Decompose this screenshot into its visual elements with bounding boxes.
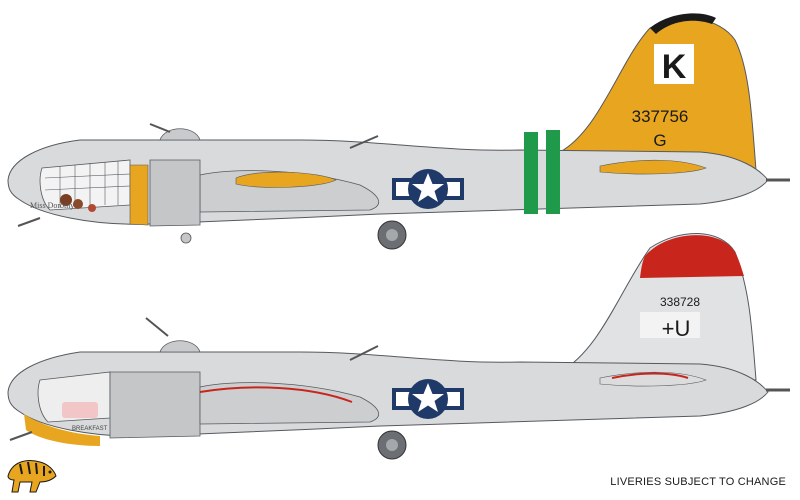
chin-gun-top <box>17 217 41 227</box>
chin-gun-bottom <box>9 431 33 441</box>
main-wheel-hub-bottom <box>386 439 398 451</box>
top-turret-bottom <box>159 340 201 353</box>
nose-art-label-top: Miss Dorothy <box>30 201 74 210</box>
nose-art-top: Miss Dorothy <box>30 194 96 212</box>
wing-red-stripe-bottom <box>199 386 353 403</box>
engine-nacelle-top <box>149 159 201 227</box>
nose-yellow-bottom <box>24 414 100 446</box>
fin-letter-top: K <box>662 48 687 86</box>
fin-serial-bottom: 338728 <box>660 295 700 309</box>
national-insignia-top <box>392 169 464 209</box>
fin-code-bottom: +U <box>662 316 691 341</box>
top-turret-gun-bottom <box>145 317 169 337</box>
wing-bottom <box>199 382 380 425</box>
nose-art-label-bottom: BREAKFAST <box>72 426 108 432</box>
horizontal-stabilizer-top <box>599 159 707 175</box>
tail-wheel-top <box>180 232 192 244</box>
liveries-disclaimer: LIVERIES SUBJECT TO CHANGE <box>610 476 786 488</box>
top-turret-gun-top <box>149 123 171 133</box>
fin-letter-box-top <box>654 44 694 84</box>
engine-nacelle-bottom <box>109 371 201 439</box>
stabilizer-red-trim-bottom <box>611 372 689 379</box>
star-icon <box>412 383 444 412</box>
fuselage-band-top-1 <box>524 132 538 214</box>
engine-intake-top <box>235 171 337 188</box>
waist-gun-bottom <box>349 345 379 361</box>
tiger-logo-icon <box>7 460 57 493</box>
fin-serial-top: 337756 <box>632 107 689 126</box>
main-wheel-hub-top <box>386 229 398 241</box>
nose-cowl-top <box>129 164 149 226</box>
waist-gun-top <box>349 135 379 149</box>
fuselage-band-top-2 <box>546 130 560 214</box>
star-icon <box>412 173 444 202</box>
national-insignia-bottom <box>392 379 464 419</box>
aircraft-bottom: BREAKFAST 338728 +U <box>7 232 790 460</box>
tail-cap-bottom <box>640 235 744 278</box>
fin-sub-top: G <box>653 131 666 150</box>
tail-fin-top-black-stripe <box>650 13 716 34</box>
nose-art-bottom: BREAKFAST <box>62 402 108 432</box>
fin-code-box-bottom <box>640 312 700 338</box>
aircraft-top: Miss Dorothy K 337756 <box>7 13 790 250</box>
